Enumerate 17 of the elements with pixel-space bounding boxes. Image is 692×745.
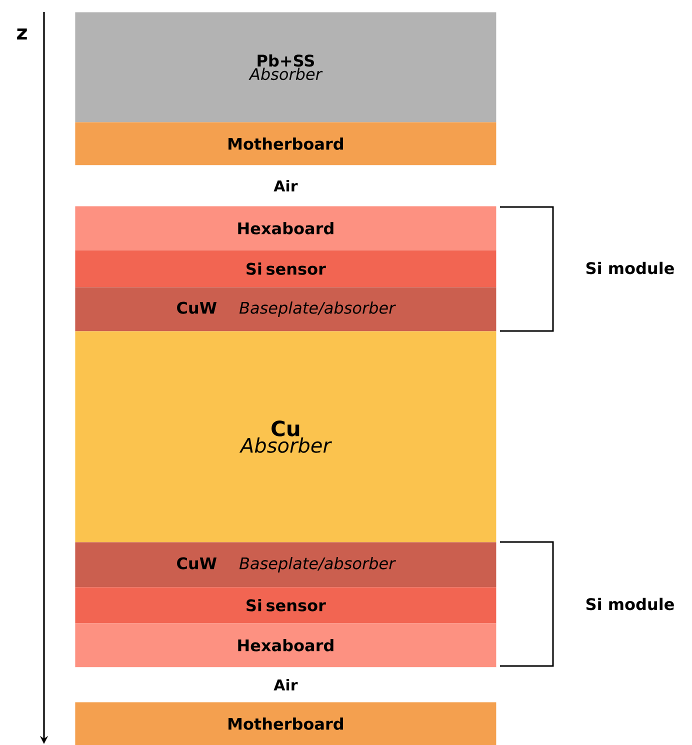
layer-band: CuW Baseplate/absorber [75, 542, 496, 588]
bracket-label: Si module [586, 598, 674, 610]
layer-band: Pb+SS Absorber [75, 12, 496, 122]
node-label: Air [274, 180, 298, 192]
layer-band: Si sensor [75, 250, 496, 288]
axis-label: z [17, 28, 27, 40]
layer-band: Hexaboard [75, 623, 496, 668]
layer-band: Si sensor [75, 587, 496, 624]
node-label: Air [274, 679, 298, 690]
layer-band: Hexaboard [75, 206, 496, 250]
layer-band: CuW Baseplate/absorber [75, 287, 496, 332]
bracket-label: Si module [586, 262, 674, 274]
layer-band: Air [75, 667, 496, 702]
layer-band: Air [75, 165, 496, 206]
layer-band: Motherboard [75, 702, 496, 745]
layer-band: Cu Absorber [75, 331, 496, 542]
layer-band: Motherboard [75, 122, 496, 166]
